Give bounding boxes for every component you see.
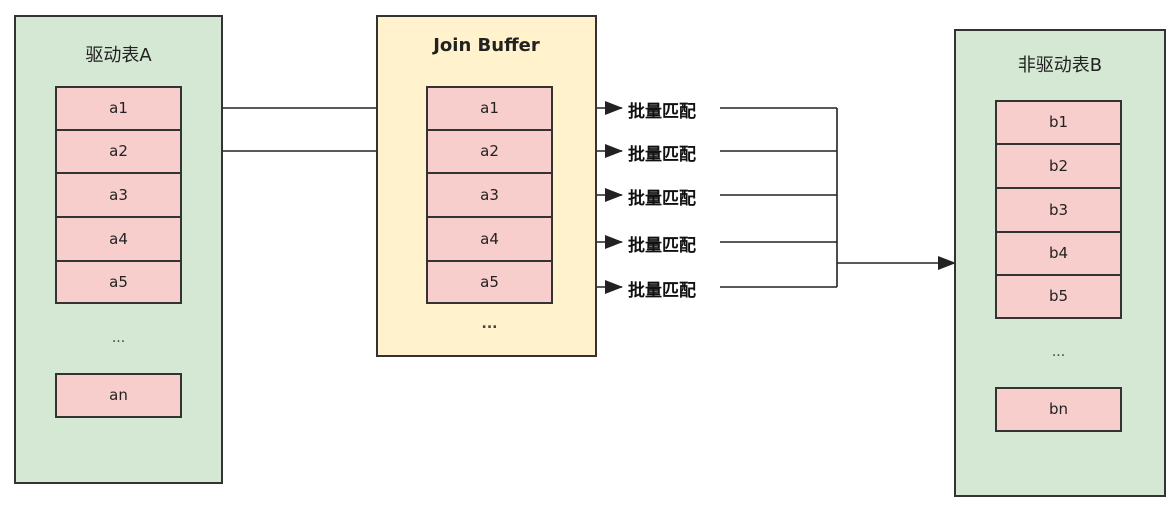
driver-table-title: 驱动表A	[85, 45, 152, 66]
buffer-row-a3: a3	[426, 172, 553, 218]
table-b-ellipsis: ...	[1051, 344, 1066, 360]
batch-match-label-1: 批量匹配	[628, 102, 696, 122]
driver-row-a4: a4	[55, 216, 182, 262]
buffer-row-a1: a1	[426, 86, 553, 131]
table-b-row-b1: b1	[995, 100, 1122, 145]
driver-row-a1: a1	[55, 86, 182, 131]
driver-row-a2: a2	[55, 129, 182, 174]
table-b-row-b2: b2	[995, 143, 1122, 189]
driver-row-a3: a3	[55, 172, 182, 218]
table-b-row-b4: b4	[995, 231, 1122, 276]
batch-match-label-2: 批量匹配	[628, 145, 696, 165]
driver-row-an: an	[55, 373, 182, 418]
batch-match-label-3: 批量匹配	[628, 189, 696, 209]
batch-match-label-5: 批量匹配	[628, 281, 696, 301]
buffer-row-a4: a4	[426, 216, 553, 262]
table-b-row-b3: b3	[995, 187, 1122, 233]
buffer-row-a2: a2	[426, 129, 553, 174]
table-b-row-bn: bn	[995, 387, 1122, 432]
driver-ellipsis: ...	[111, 330, 126, 346]
buffer-row-a5: a5	[426, 260, 553, 304]
join-buffer-title: Join Buffer	[433, 35, 540, 56]
buffer-ellipsis: ...	[481, 316, 498, 332]
driver-row-a5: a5	[55, 260, 182, 304]
batch-match-label-4: 批量匹配	[628, 236, 696, 256]
table-b-row-b5: b5	[995, 274, 1122, 319]
non-driver-table-title: 非驱动表B	[1017, 55, 1103, 76]
